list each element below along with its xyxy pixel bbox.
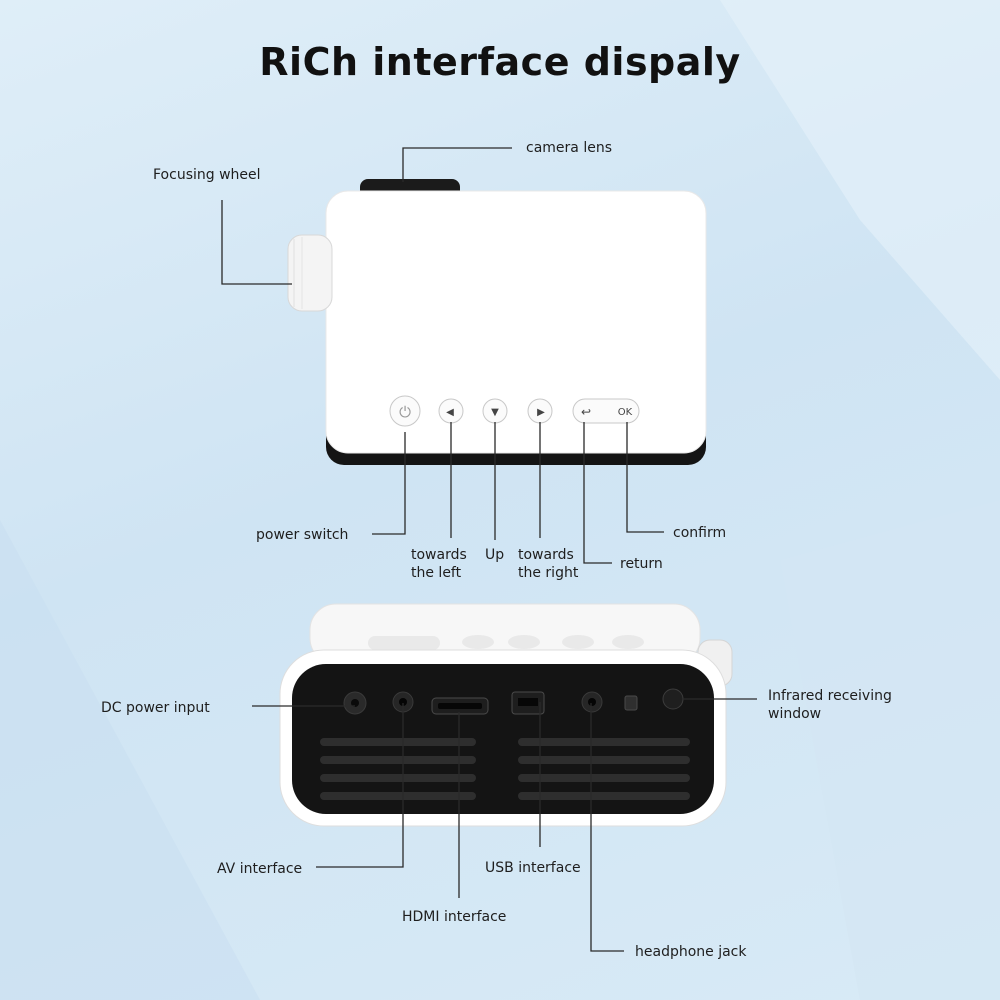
power-icon: ⏻ — [399, 403, 411, 421]
projector-rear-view — [279, 603, 733, 827]
label-towards-left: towards the left — [411, 547, 467, 581]
left-arrow-icon: ◀ — [446, 407, 454, 418]
label-dc-power-input: DC power input — [101, 700, 210, 716]
line-confirm — [626, 422, 664, 533]
label-headphone-jack: headphone jack — [635, 944, 747, 960]
focusing-wheel-knob — [287, 234, 333, 312]
switch — [624, 695, 638, 711]
label-camera-lens: camera lens — [526, 140, 612, 156]
vent-left — [320, 738, 476, 800]
label-confirm: confirm — [673, 525, 727, 541]
label-av-interface: AV interface — [217, 861, 303, 877]
return-icon: ↩ — [581, 405, 591, 419]
projector-top-view: ⏻ ◀ ▼ ▶ ↩ OK — [287, 179, 707, 465]
line-av — [316, 703, 404, 868]
device-body — [325, 190, 707, 454]
line-focusing-wheel — [221, 200, 292, 285]
line-headphone — [590, 703, 624, 952]
label-hdmi-interface: HDMI interface — [402, 909, 507, 925]
ok-icon: OK — [618, 407, 633, 418]
line-power-switch — [372, 432, 406, 535]
vent-right — [518, 738, 690, 800]
down-button[interactable]: ▼ — [482, 398, 508, 424]
return-ok-button[interactable]: ↩ OK — [572, 398, 640, 424]
label-return: return — [620, 556, 663, 572]
top-button-pill — [368, 636, 440, 650]
line-return — [583, 422, 612, 564]
power-button[interactable]: ⏻ — [389, 395, 421, 427]
label-usb-interface: USB interface — [485, 860, 581, 876]
label-up: Up — [485, 547, 505, 563]
label-infrared-window: Infrared receiving window — [768, 688, 892, 722]
label-focusing-wheel: Focusing wheel — [153, 167, 261, 183]
line-camera-lens — [402, 147, 512, 182]
label-power-switch: power switch — [256, 527, 349, 543]
label-towards-right: towards the right — [518, 547, 579, 581]
page-title: RiCh interface dispaly — [259, 40, 741, 84]
right-arrow-icon: ▶ — [537, 407, 545, 418]
down-arrow-icon: ▼ — [491, 407, 499, 418]
left-button[interactable]: ◀ — [438, 398, 464, 424]
